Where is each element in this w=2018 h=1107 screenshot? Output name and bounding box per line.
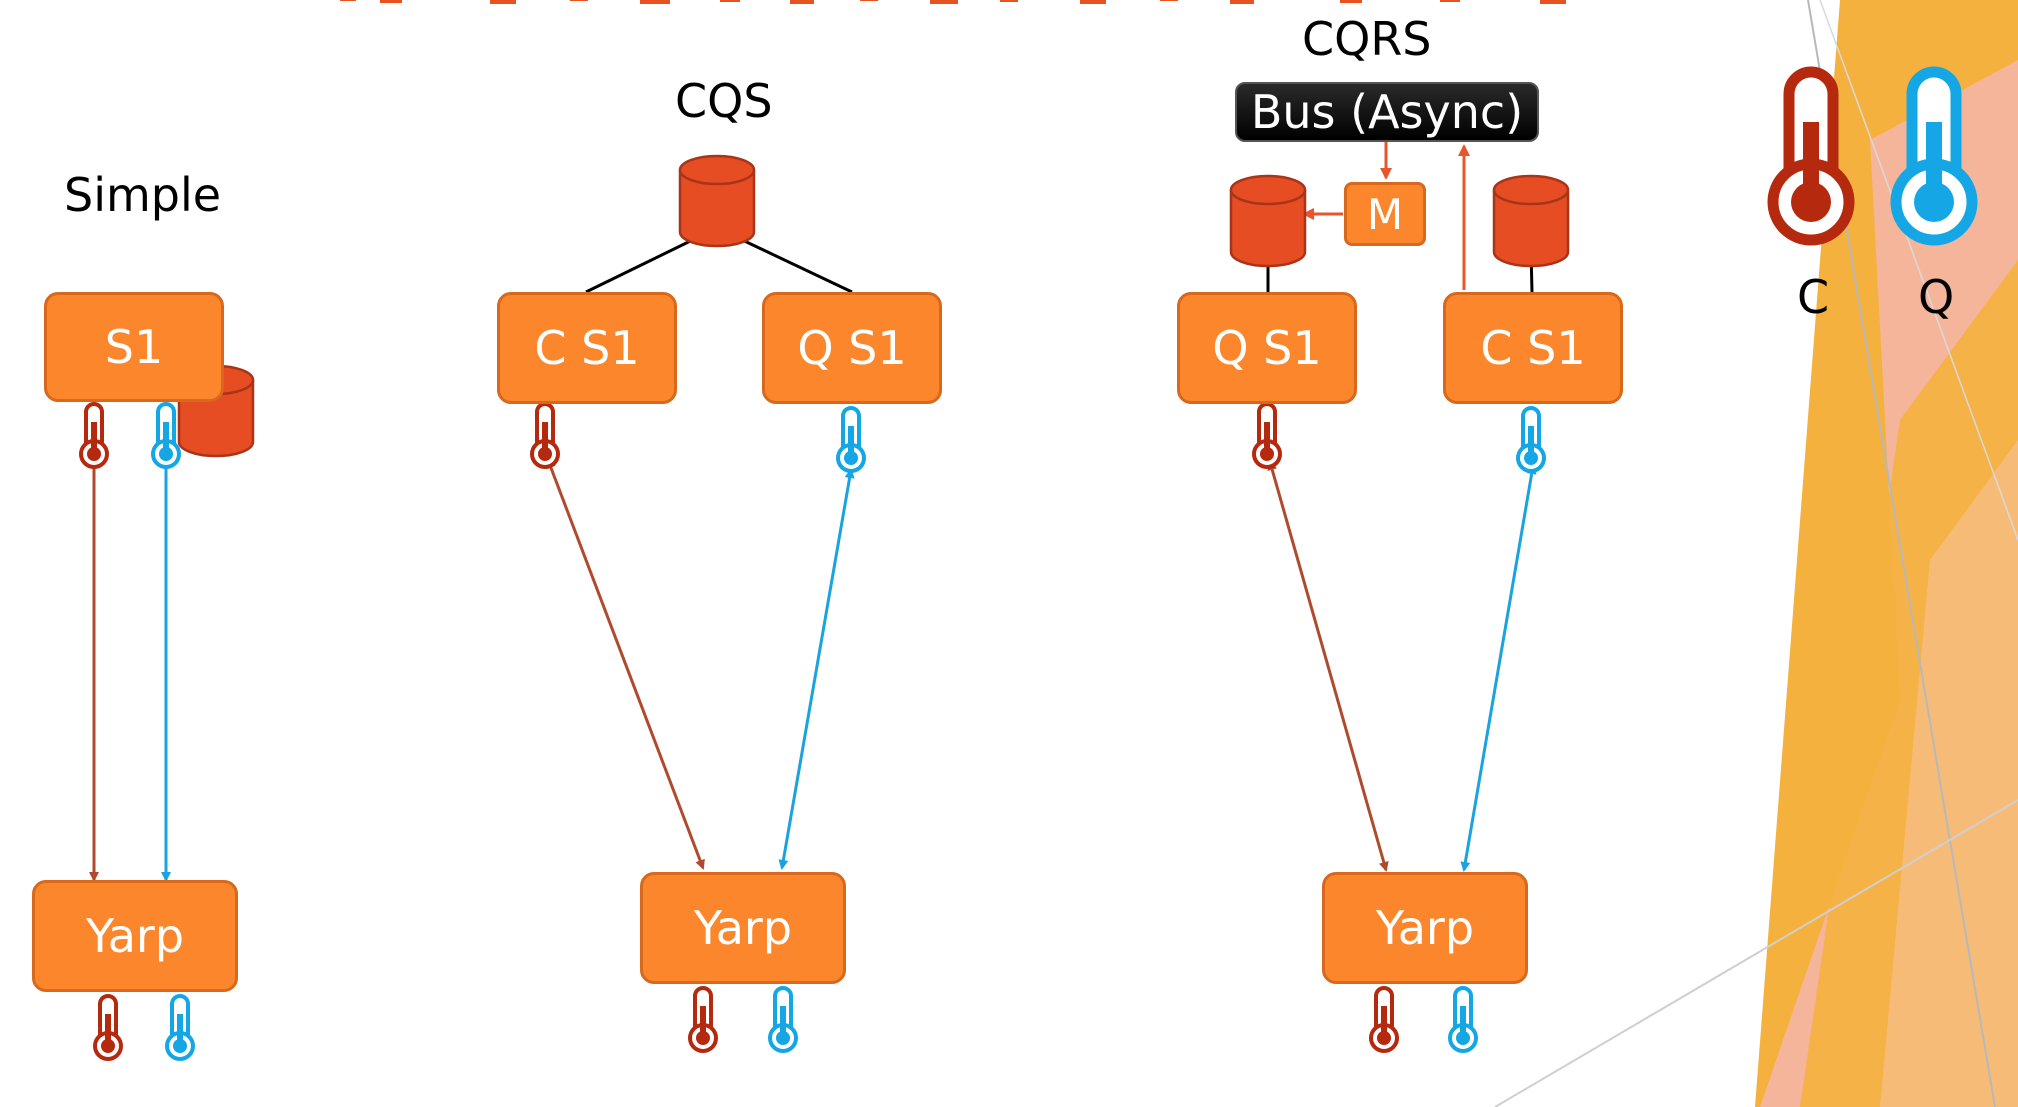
cqrs-command-service-box: C S1 [1443, 292, 1623, 404]
simple-gateway-box: Yarp [32, 880, 238, 992]
query-legend-label: Q [1918, 270, 1955, 324]
cqrs-gateway-command-thermometer-icon [1369, 986, 1399, 1053]
cqs-gateway-box: Yarp [640, 872, 846, 984]
cqrs-bus-box: Bus (Async) [1235, 82, 1539, 142]
cqs-query-thermometer-icon [836, 406, 866, 473]
cropped-heading-fragment [340, 0, 1590, 4]
cqrs-query-database-icon [1229, 174, 1307, 268]
command-legend-label: C [1797, 270, 1830, 324]
cqs-title: CQS [675, 74, 773, 128]
cqrs-arrows [1267, 460, 1537, 872]
cqs-database-icon [678, 154, 756, 248]
cqs-query-service-box: Q S1 [762, 292, 942, 404]
simple-arrows [89, 458, 171, 882]
simple-service-query-thermometer-icon [151, 402, 181, 469]
cqrs-gateway-query-thermometer-icon [1448, 986, 1478, 1053]
cqs-command-thermometer-icon [530, 402, 560, 469]
cqrs-title: CQRS [1302, 12, 1432, 66]
cqrs-bus-arrows [1302, 140, 1470, 290]
cqs-gateway-query-thermometer-icon [768, 986, 798, 1053]
cqs-arrows [546, 458, 855, 870]
simple-gateway-query-thermometer-icon [165, 994, 195, 1061]
cqrs-query-service-box: Q S1 [1177, 292, 1357, 404]
cqrs-db-connectors [1266, 249, 1534, 293]
cqs-gateway-command-thermometer-icon [688, 986, 718, 1053]
cqs-command-service-box: C S1 [497, 292, 677, 404]
command-legend-thermometer-icon [1767, 66, 1855, 246]
simple-title: Simple [64, 168, 222, 222]
cqrs-query-service-thermometer-icon [1252, 402, 1282, 469]
simple-gateway-command-thermometer-icon [93, 994, 123, 1061]
cqrs-command-service-thermometer-icon [1516, 406, 1546, 473]
query-legend-thermometer-icon [1890, 66, 1978, 246]
simple-service-box: S1 [44, 292, 224, 402]
cqrs-command-database-icon [1492, 174, 1570, 268]
cqrs-middleware-box: M [1344, 182, 1426, 246]
simple-service-command-thermometer-icon [79, 402, 109, 469]
cqrs-gateway-box: Yarp [1322, 872, 1528, 984]
